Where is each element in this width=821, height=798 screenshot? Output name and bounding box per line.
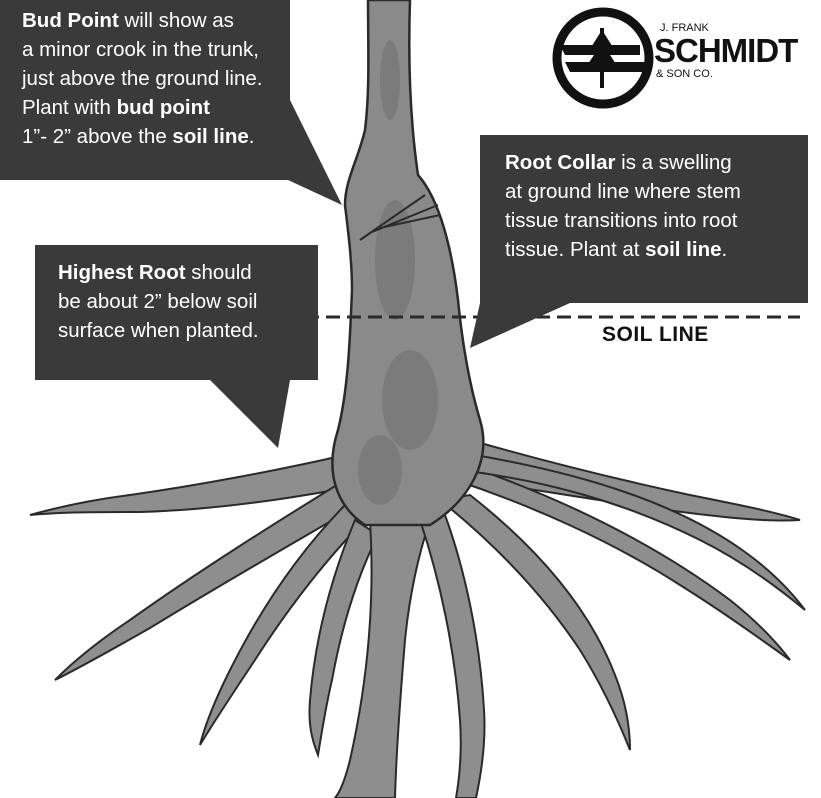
logo-line-3: & SON CO. bbox=[656, 68, 797, 80]
root-right-1 bbox=[420, 515, 485, 798]
bud-point-title: Bud Point bbox=[22, 9, 119, 32]
highest-root-title: Highest Root bbox=[58, 261, 186, 284]
root-collar-title: Root Collar bbox=[505, 151, 615, 174]
callout-root-collar: Root Collar is a swelling at ground line… bbox=[505, 148, 805, 264]
logo-wordmark: J. FRANK SCHMIDT & SON CO. bbox=[654, 22, 797, 80]
logo-line-2: SCHMIDT bbox=[654, 34, 797, 68]
callout-highest-root: Highest Root should be about 2” below so… bbox=[58, 258, 318, 345]
company-logo bbox=[557, 12, 649, 104]
soil-line-label: SOIL LINE bbox=[602, 323, 709, 347]
callout-bud-point: Bud Point will show as a minor crook in … bbox=[22, 6, 312, 151]
root-left-lateral bbox=[30, 455, 345, 515]
